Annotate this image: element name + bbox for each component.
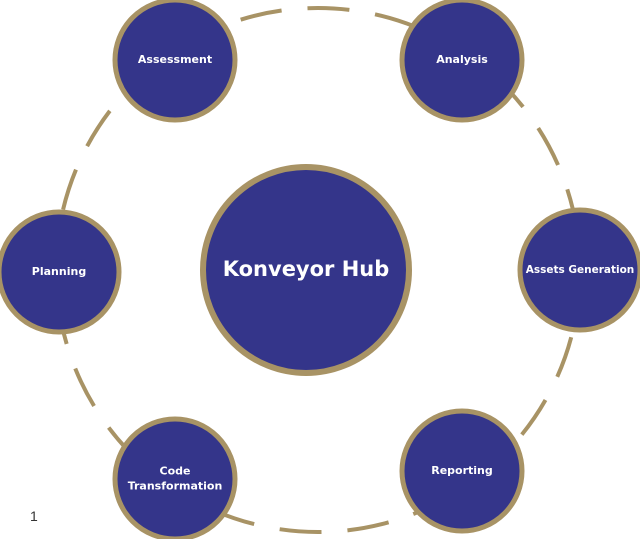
page-number: 1 bbox=[30, 508, 38, 524]
node-code-transformation-circle bbox=[112, 416, 238, 539]
hub-circle bbox=[200, 164, 412, 376]
node-analysis-circle bbox=[399, 0, 525, 123]
node-assessment-label: Assessment bbox=[138, 53, 212, 66]
node-analysis-label: Analysis bbox=[436, 53, 488, 66]
node-assessment: Assessment bbox=[112, 0, 238, 123]
node-assessment-circle bbox=[112, 0, 238, 123]
node-code-transformation-label: Transformation bbox=[128, 479, 223, 492]
node-assets-generation: Assets Generation bbox=[517, 207, 640, 333]
node-reporting-label: Reporting bbox=[431, 464, 493, 477]
hub-node: Konveyor Hub bbox=[200, 164, 412, 376]
node-assets-generation-circle bbox=[517, 207, 640, 333]
node-reporting-circle bbox=[399, 408, 525, 534]
node-planning: Planning bbox=[0, 209, 122, 335]
node-analysis: Analysis bbox=[399, 0, 525, 123]
node-planning-circle bbox=[0, 209, 122, 335]
hub-label: Konveyor Hub bbox=[223, 257, 390, 281]
node-code-transformation-label: Code bbox=[160, 465, 191, 478]
node-reporting: Reporting bbox=[399, 408, 525, 534]
node-planning-label: Planning bbox=[32, 265, 86, 278]
node-assets-generation-label: Assets Generation bbox=[526, 264, 635, 276]
